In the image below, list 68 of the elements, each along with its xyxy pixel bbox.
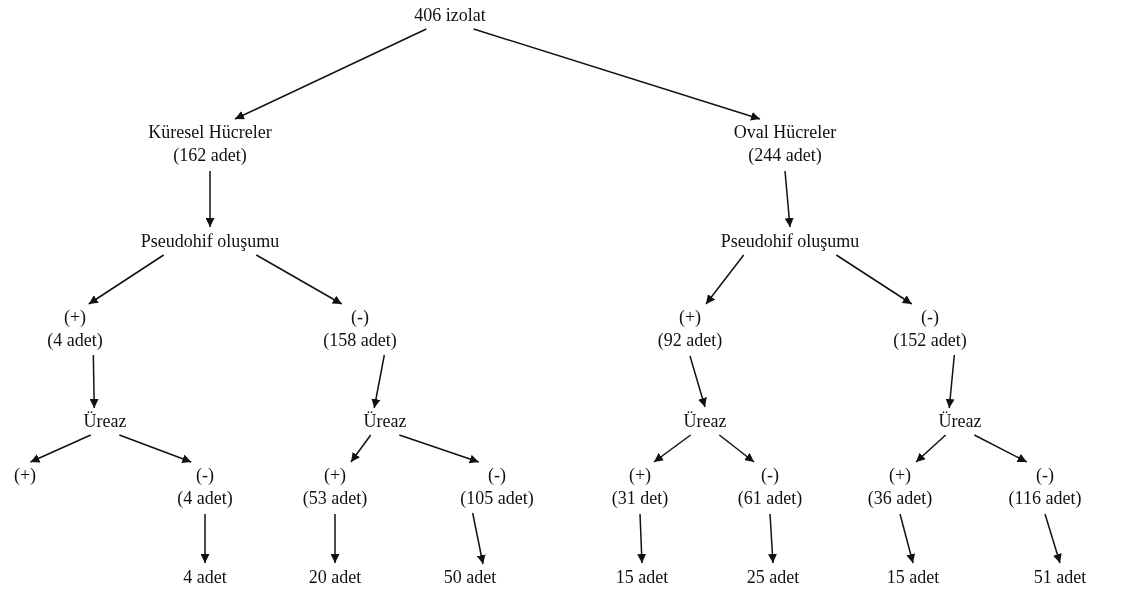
node-text: (4 adet) <box>47 329 103 353</box>
arrow <box>653 434 692 463</box>
node-text: (-) <box>761 464 779 487</box>
arrow <box>899 513 916 564</box>
arrow <box>471 512 486 565</box>
node-text: (61 adet) <box>737 487 803 511</box>
node-text: Küresel Hücreler <box>148 121 272 144</box>
arrow <box>330 513 340 564</box>
arrow <box>88 254 165 305</box>
arrow <box>200 513 210 564</box>
node-text: (158 adet) <box>323 329 397 353</box>
node-text: 15 adet <box>886 566 940 589</box>
node-text: (+) <box>63 306 87 329</box>
arrow <box>234 28 428 120</box>
arrow <box>398 434 480 464</box>
arrow <box>29 434 92 463</box>
node-text: (+) <box>323 464 347 487</box>
arrow <box>205 170 215 228</box>
node-text: (116 adet) <box>1008 487 1082 511</box>
node-text: (-) <box>921 306 939 329</box>
arrow <box>973 434 1028 463</box>
node-text: Üreaz <box>363 410 407 433</box>
node-text: (36 adet) <box>867 487 933 511</box>
arrow <box>472 28 761 121</box>
node-text: 51 adet <box>1033 566 1087 589</box>
arrow <box>784 170 794 228</box>
node-text: (-) <box>351 306 369 329</box>
node-text: Üreaz <box>683 410 727 433</box>
node-text: Üreaz <box>83 410 127 433</box>
arrow <box>350 434 372 463</box>
arrow <box>915 434 947 463</box>
arrow <box>835 254 913 305</box>
node-text: Oval Hücreler <box>733 121 837 144</box>
node-text: (+) <box>628 464 652 487</box>
arrow <box>371 354 386 409</box>
node-text: (53 adet) <box>302 487 368 511</box>
node-text: (-) <box>196 464 214 487</box>
arrow <box>118 434 192 464</box>
arrow <box>945 354 956 409</box>
node-text: (-) <box>488 464 506 487</box>
node-text: (-) <box>1036 464 1054 487</box>
arrow <box>705 254 745 305</box>
node-text: (+) <box>678 306 702 329</box>
node-text: (152 adet) <box>893 329 967 353</box>
node-text: (105 adet) <box>460 487 534 511</box>
arrow <box>767 513 777 564</box>
node-text: 406 izolat <box>414 4 486 27</box>
node-text: (31 det) <box>611 487 669 511</box>
node-text: (92 adet) <box>657 329 723 353</box>
node-text: (244 adet) <box>748 144 822 168</box>
arrow <box>89 354 99 409</box>
node-text: (4 adet) <box>177 487 233 511</box>
arrow <box>689 355 707 408</box>
arrow <box>1044 513 1062 564</box>
node-text: 25 adet <box>746 566 800 589</box>
node-text: 15 adet <box>615 566 669 589</box>
node-text: 4 adet <box>183 566 227 589</box>
node-text: (+) <box>13 464 37 487</box>
node-text: (162 adet) <box>173 144 247 168</box>
arrow <box>255 254 343 305</box>
node-text: Pseudohif oluşumu <box>720 230 860 253</box>
arrow <box>718 434 755 463</box>
node-text: 50 adet <box>443 566 497 589</box>
node-text: (+) <box>888 464 912 487</box>
node-text: Üreaz <box>938 410 982 433</box>
arrow <box>637 513 647 564</box>
node-text: Pseudohif oluşumu <box>140 230 280 253</box>
node-text: 20 adet <box>308 566 362 589</box>
